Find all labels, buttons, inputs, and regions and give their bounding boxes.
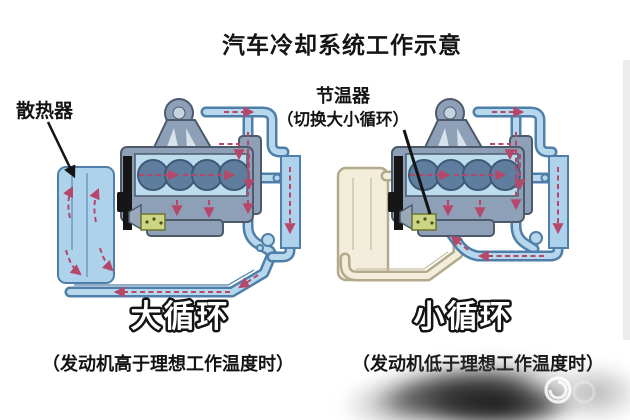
large-circulation-caption: （发动机高于理想工作温度时） (42, 354, 294, 375)
radiator-pointer-line (46, 121, 76, 179)
thermostat-note: （切换大小循环） (277, 110, 409, 129)
radiator-label: 散热器 (16, 100, 74, 122)
coolant-flow-arrows (450, 106, 564, 262)
watermark-smudge (545, 362, 630, 420)
large-circulation-diagram: 大循环 (57, 99, 301, 338)
small-circulation-diagram: 小循环 (336, 99, 569, 338)
thermostat-label: 节温器 (316, 86, 370, 107)
page-title: 汽车冷却系统工作示意 (222, 33, 462, 59)
large-circulation-title: 大循环 (131, 299, 230, 335)
valve (529, 231, 543, 245)
coolant-flow-arrows (63, 106, 296, 298)
thermostat-pointer-line (402, 129, 432, 215)
scan-edge-artifact (623, 60, 630, 340)
swirl-logo-icon (544, 376, 596, 404)
small-circulation-title: 小循环 (414, 299, 513, 335)
valve (261, 233, 275, 247)
radiator (57, 166, 115, 284)
